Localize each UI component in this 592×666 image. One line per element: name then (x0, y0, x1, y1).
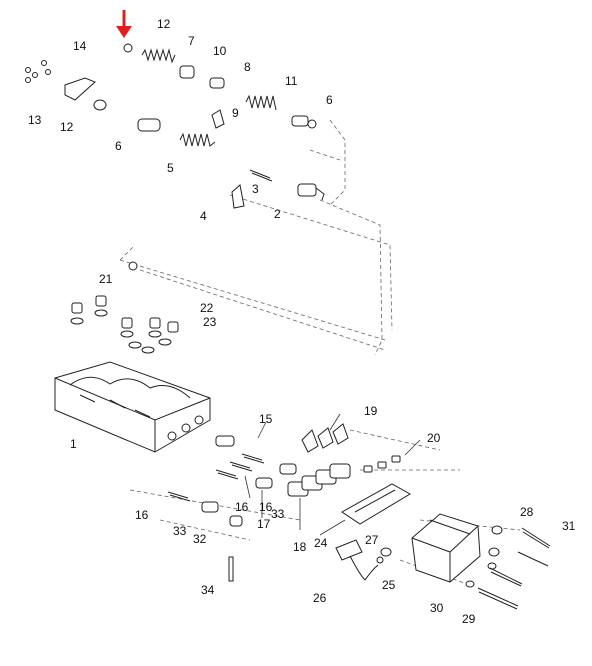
part-13-screws (25, 60, 51, 83)
callout-26: 26 (313, 591, 327, 605)
part-11-spring (245, 94, 277, 111)
part-10-plunger (179, 65, 195, 79)
callout-22: 22 (200, 301, 214, 315)
callout-33-a: 33 (173, 524, 187, 538)
callout-18: 18 (293, 540, 307, 554)
callout-17: 17 (257, 517, 271, 531)
part-34-pin (228, 556, 234, 582)
callout-11: 11 (285, 74, 298, 88)
callout-23: 23 (203, 315, 217, 329)
part-23-orings (128, 338, 172, 354)
part-7-spring (141, 48, 176, 64)
part-24-gasket (341, 483, 411, 525)
part-28-nuts (488, 525, 503, 557)
part-9-clip (211, 109, 225, 129)
callout-14: 14 (73, 39, 87, 53)
part-6-valve-right (291, 115, 317, 129)
callout-13: 13 (28, 113, 42, 127)
callout-25: 25 (382, 578, 396, 592)
part-1-valve-body (54, 361, 211, 453)
callout-10: 10 (213, 44, 227, 58)
callout-4: 4 (200, 209, 207, 223)
part-30-washers (465, 562, 497, 588)
callout-15: 15 (259, 412, 273, 426)
separator-plate-outline (119, 244, 386, 341)
part-3-pin (249, 169, 273, 182)
part-12-plug (93, 99, 107, 111)
part-21-fittings (70, 261, 138, 325)
callout-16-a: 16 (235, 500, 249, 514)
part-31-bolts (517, 527, 551, 567)
callout-1: 1 (70, 437, 77, 451)
callout-31: 31 (562, 519, 576, 533)
part-20-screws (363, 455, 401, 473)
callout-24: 24 (314, 536, 328, 550)
part-6-valve-left (137, 118, 161, 132)
callout-6-right: 6 (326, 93, 333, 107)
part-8-valve (209, 77, 225, 89)
part-17-sleeve (255, 477, 273, 489)
callout-20: 20 (427, 431, 441, 445)
part-15-sleeves (215, 435, 297, 475)
callout-12-top: 12 (157, 17, 171, 31)
leader-lines (244, 413, 421, 536)
part-2-plunger (297, 183, 325, 201)
part-32-sleeve (201, 501, 219, 513)
part-18-solenoids (287, 463, 351, 497)
part-29-bolts (477, 567, 523, 610)
part-4-retainer (231, 184, 245, 209)
callout-12-left: 12 (60, 120, 74, 134)
callout-2: 2 (274, 207, 281, 221)
part-16-pins (167, 453, 265, 502)
part-19-brackets (301, 423, 349, 453)
callout-7: 7 (188, 34, 195, 48)
part-27-oring (380, 547, 392, 557)
callout-34: 34 (201, 583, 215, 597)
callout-5: 5 (167, 161, 174, 175)
callout-32: 32 (193, 532, 207, 546)
part-25-cover (411, 513, 481, 583)
part-12-ball (123, 43, 133, 53)
callout-16-c: 16 (259, 500, 273, 514)
part-26-harness (335, 539, 384, 581)
part-5-spring (179, 132, 216, 147)
callout-9: 9 (232, 106, 239, 120)
callout-labels: 1 2 3 4 5 6 6 7 8 9 10 11 12 12 13 14 15… (28, 17, 576, 626)
callout-6-left: 6 (115, 139, 122, 153)
callout-8: 8 (244, 60, 251, 74)
red-down-arrow-icon (116, 10, 132, 38)
callout-27: 27 (365, 533, 379, 547)
part-33-sleeve (229, 515, 243, 527)
callout-19: 19 (364, 404, 378, 418)
callout-30: 30 (430, 601, 444, 615)
callout-16-b: 16 (135, 508, 149, 522)
part-22-fittings (120, 317, 179, 338)
callout-29: 29 (462, 612, 476, 626)
callout-28: 28 (520, 505, 534, 519)
callout-33-b: 33 (271, 507, 285, 521)
callout-3: 3 (252, 182, 259, 196)
callout-21: 21 (99, 272, 113, 286)
part-14-cover-plate (64, 77, 96, 101)
assembly-guide-lines (129, 119, 521, 586)
